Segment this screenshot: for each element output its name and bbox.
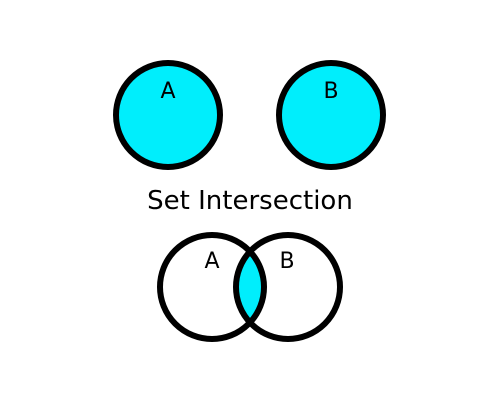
venn-a-label: A <box>204 249 219 274</box>
venn-set-a-circle <box>157 232 267 342</box>
set-b-label: B <box>323 79 338 104</box>
set-b-circle <box>276 60 386 170</box>
set-a-circle <box>113 60 223 170</box>
set-a-label: A <box>160 79 175 104</box>
venn-b-label: B <box>279 249 294 274</box>
venn-set-b-circle <box>233 232 343 342</box>
diagram-title: Set Intersection <box>147 186 353 216</box>
